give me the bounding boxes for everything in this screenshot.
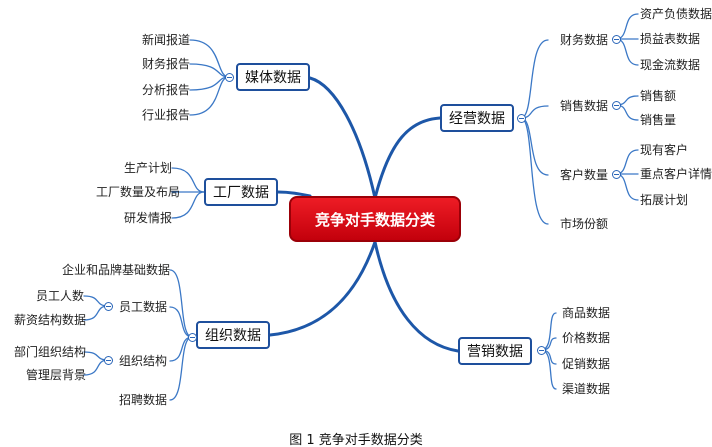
mkt-item-promotion[interactable]: 促销数据 (562, 357, 611, 371)
media-item-analysis-report[interactable]: 分析报告 (142, 83, 191, 97)
structure-item-department[interactable]: 部门组织结构 (14, 345, 87, 359)
link-media-leaf-1 (189, 63, 230, 78)
marketing-data-node[interactable]: 营销数据 (458, 337, 532, 365)
link-center-factory (276, 190, 312, 198)
sales-item-revenue[interactable]: 销售额 (640, 89, 677, 103)
link-factory-leaf-0 (171, 167, 205, 193)
structure-item-management[interactable]: 管理层背景 (26, 368, 87, 382)
sales-collapse-toggle[interactable] (612, 101, 621, 110)
media-item-news[interactable]: 新闻报道 (142, 33, 191, 47)
media-item-financial-report[interactable]: 财务报告 (142, 57, 191, 71)
finance-item-cash-flow[interactable]: 现金流数据 (640, 58, 701, 72)
link-org-leaf-3 (169, 336, 193, 401)
figure-caption: 图 1 竞争对手数据分类 (289, 433, 423, 447)
mkt-item-price[interactable]: 价格数据 (562, 331, 611, 345)
mkt-item-channel[interactable]: 渠道数据 (562, 382, 611, 396)
staff-item-headcount[interactable]: 员工人数 (36, 289, 85, 303)
link-center-media (308, 76, 377, 200)
link-ops-leaf-3 (520, 117, 549, 225)
customer-item-key-detail[interactable]: 重点客户详情 (640, 167, 712, 181)
factory-item-count-layout[interactable]: 工厂数量及布局 (96, 185, 181, 199)
link-media-leaf-3 (189, 76, 230, 116)
link-media-leaf-2 (189, 76, 230, 91)
link-ops-leaf-2 (520, 117, 549, 176)
organization-data-node[interactable]: 组织数据 (196, 321, 270, 349)
link-mkt-leaf-0 (540, 312, 557, 351)
media-data-node[interactable]: 媒体数据 (236, 63, 310, 91)
operations-collapse-toggle[interactable] (517, 114, 526, 123)
ops-item-customers[interactable]: 客户数量 (560, 168, 609, 182)
media-item-industry-report[interactable]: 行业报告 (142, 108, 191, 122)
ops-item-sales[interactable]: 销售数据 (560, 99, 609, 113)
link-media-leaf-0 (189, 39, 230, 78)
ops-item-finance[interactable]: 财务数据 (560, 33, 609, 47)
factory-item-production-plan[interactable]: 生产计划 (124, 161, 173, 175)
link-center-operations (373, 116, 442, 200)
link-org-leaf-1 (169, 306, 193, 338)
factory-item-rd-intel[interactable]: 研发情报 (124, 211, 173, 225)
ops-item-market-share[interactable]: 市场份额 (560, 217, 609, 231)
link-center-marketing (373, 240, 460, 353)
factory-data-node[interactable]: 工厂数据 (204, 178, 278, 206)
staff-collapse-toggle[interactable] (104, 302, 113, 311)
customer-item-existing[interactable]: 现有客户 (640, 143, 689, 157)
link-mkt-leaf-3 (540, 349, 557, 390)
central-topic[interactable]: 竞争对手数据分类 (289, 196, 461, 242)
marketing-collapse-toggle[interactable] (537, 346, 546, 355)
link-center-organization (268, 240, 377, 337)
finance-collapse-toggle[interactable] (612, 35, 621, 44)
link-org-leaf-0 (169, 269, 193, 338)
sales-item-volume[interactable]: 销售量 (640, 113, 677, 127)
customer-item-expansion[interactable]: 拓展计划 (640, 193, 689, 207)
org-item-recruiting[interactable]: 招聘数据 (119, 393, 168, 407)
org-item-staff-data[interactable]: 员工数据 (119, 300, 168, 314)
org-item-brand-basics[interactable]: 企业和品牌基础数据 (62, 263, 171, 277)
finance-item-balance-sheet[interactable]: 资产负债数据 (640, 7, 712, 21)
media-collapse-toggle[interactable] (225, 73, 234, 82)
organization-collapse-toggle[interactable] (188, 333, 197, 342)
mkt-item-product[interactable]: 商品数据 (562, 306, 611, 320)
structure-collapse-toggle[interactable] (104, 356, 113, 365)
finance-item-income[interactable]: 损益表数据 (640, 32, 701, 46)
staff-item-salary[interactable]: 薪资结构数据 (14, 313, 87, 327)
link-factory-leaf-2 (171, 191, 205, 219)
org-item-structure[interactable]: 组织结构 (119, 354, 168, 368)
operations-data-node[interactable]: 经营数据 (440, 104, 514, 132)
customer-collapse-toggle[interactable] (612, 170, 621, 179)
